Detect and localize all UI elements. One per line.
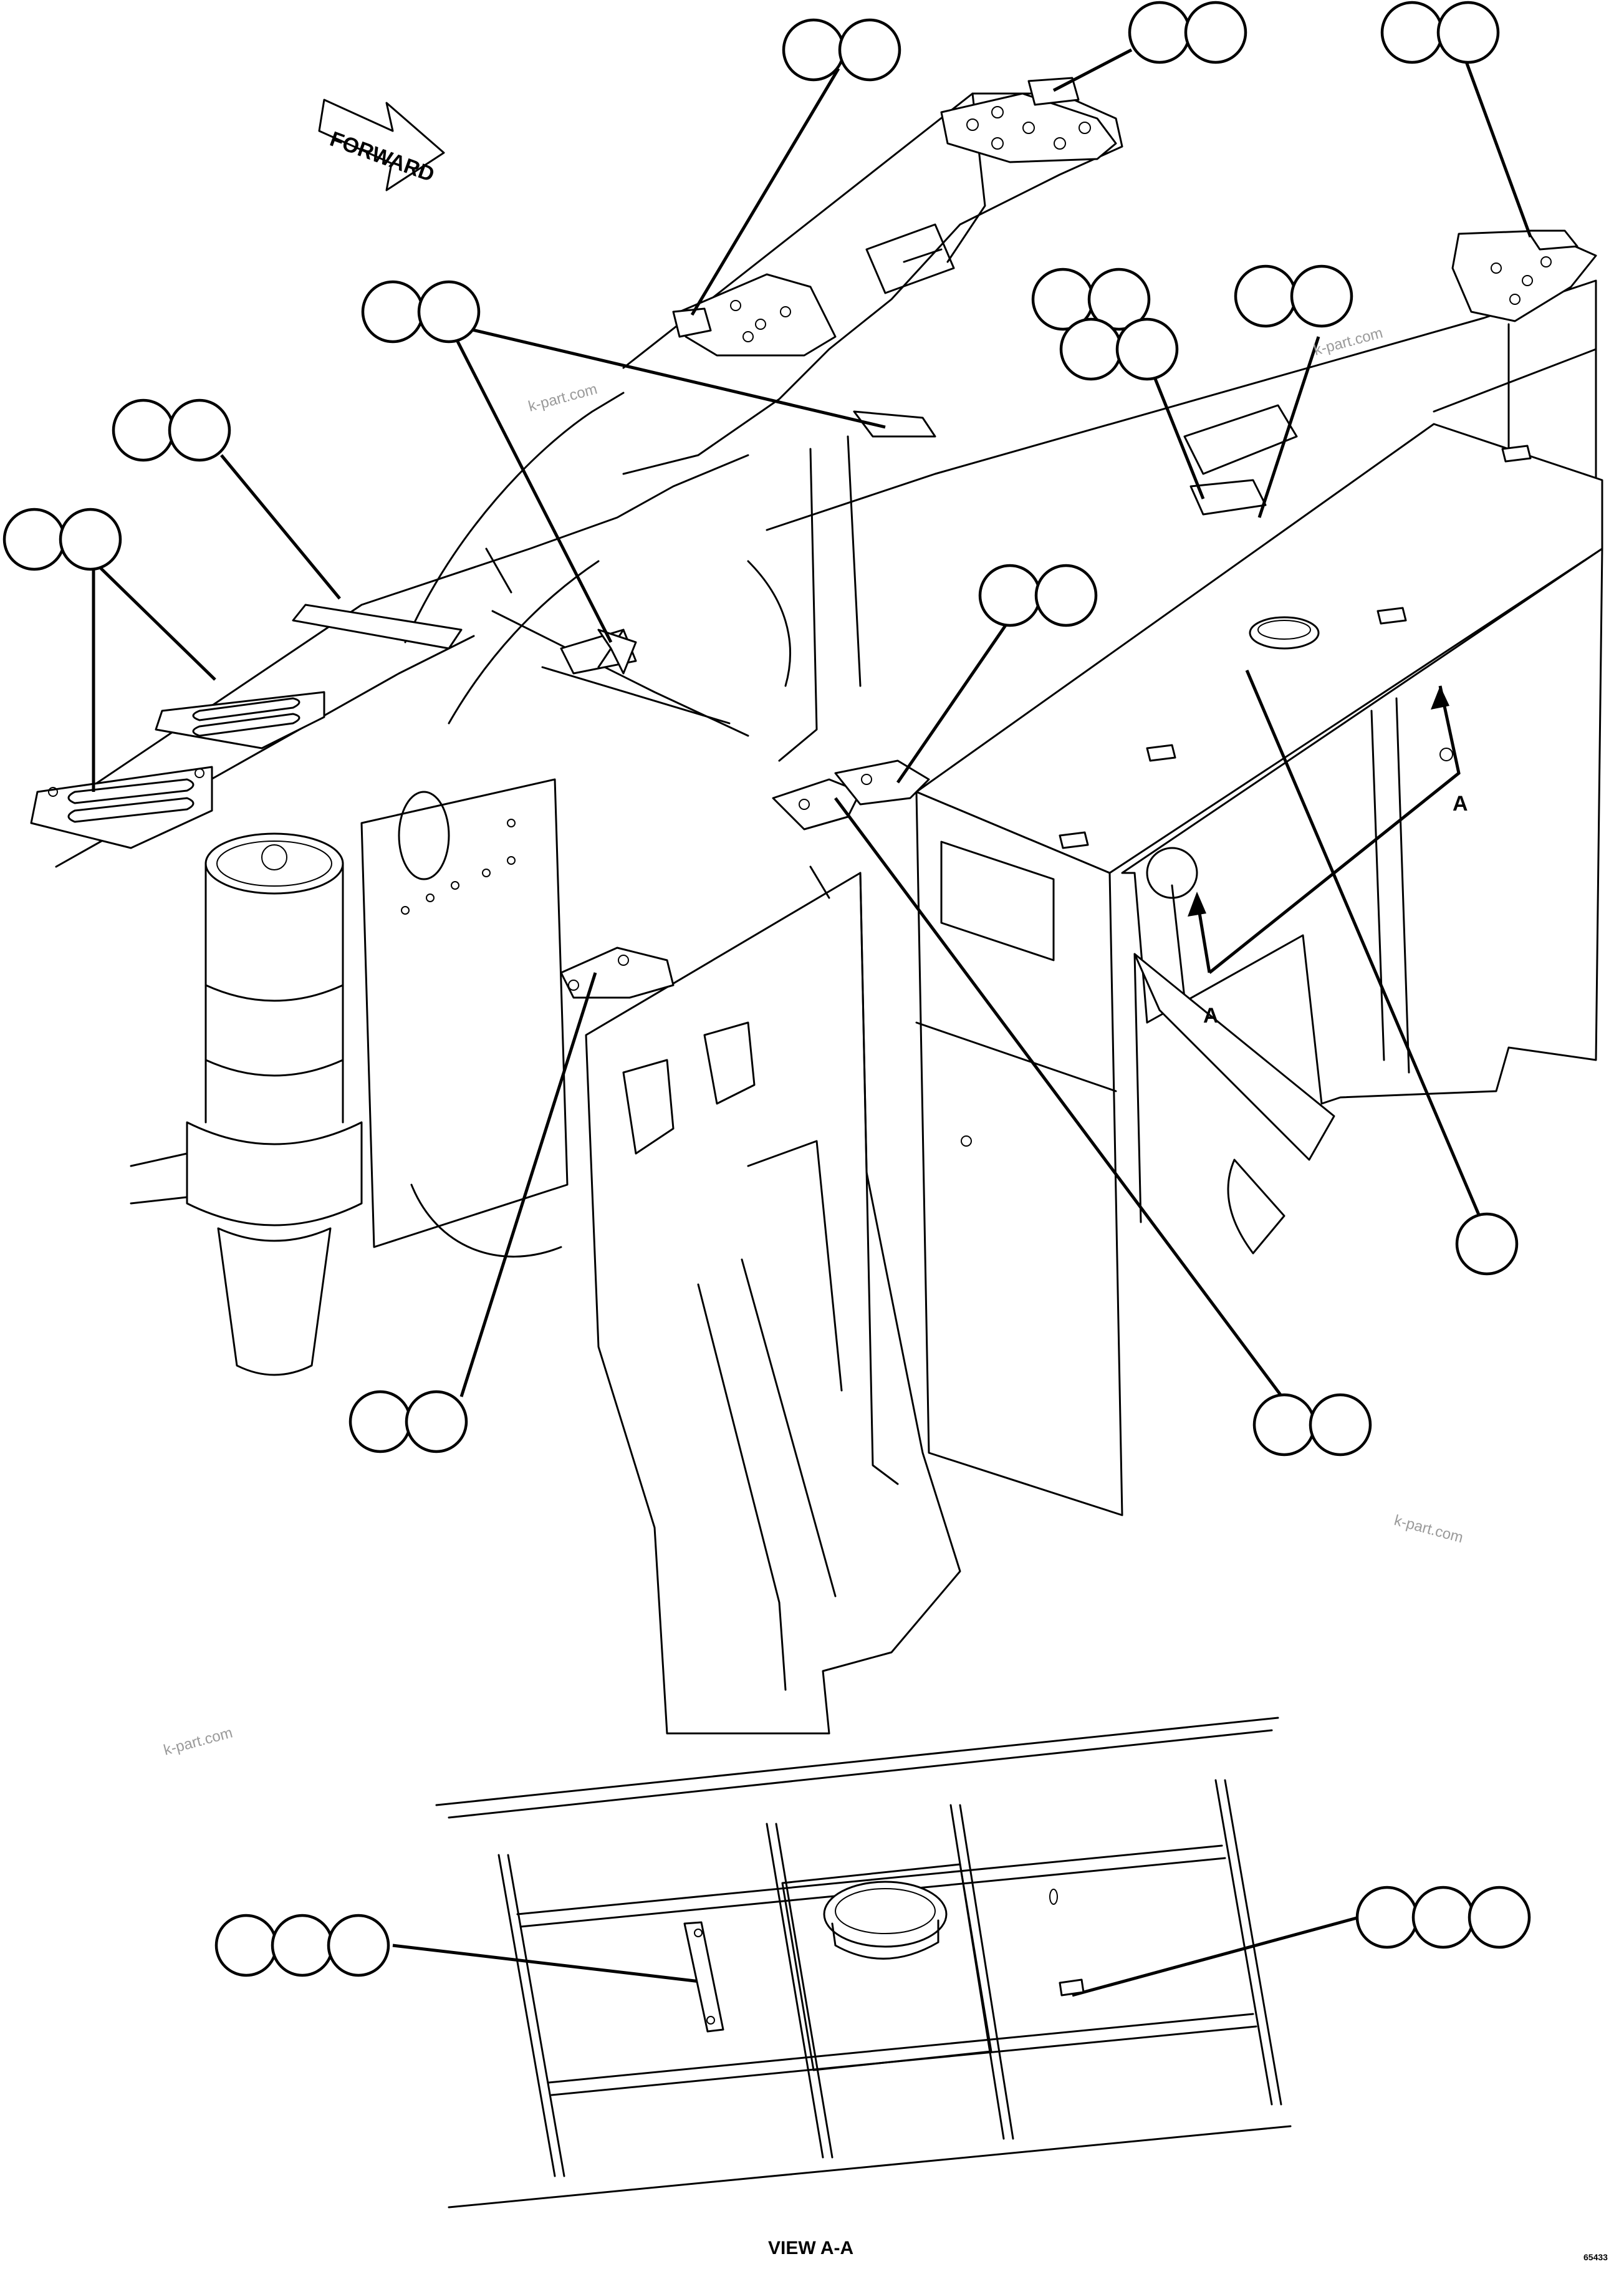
callout-right-pair xyxy=(1234,264,1353,328)
callout-upper-left xyxy=(361,280,481,344)
callout-lower-center-pair xyxy=(1252,1393,1372,1457)
frame-brackets xyxy=(560,410,936,999)
frame-center-panels xyxy=(360,778,961,1735)
frame-right-upper xyxy=(766,229,1597,537)
view-title: VIEW A-A xyxy=(768,2238,853,2258)
callout-top-center xyxy=(1128,1,1247,64)
frame-arm-upper xyxy=(622,77,1123,475)
watermark-1: k-part.com xyxy=(527,380,599,415)
callout-view-left-triple xyxy=(214,1914,390,1977)
frame-strut xyxy=(1133,953,1335,1255)
callout-far-left-pair xyxy=(2,508,122,571)
watermark-4: k-part.com xyxy=(162,1724,234,1758)
callout-left-pair xyxy=(112,398,231,462)
watermark-2: k-part.com xyxy=(1312,324,1385,359)
callout-view-right-triple xyxy=(1355,1886,1531,1949)
frame-left-upper xyxy=(30,392,862,868)
callout-bubbles xyxy=(2,1,1531,1977)
forward-arrow: FORWARD xyxy=(318,99,445,191)
callout-right-single xyxy=(1455,1212,1519,1276)
drawing-code: 65433 xyxy=(1583,2252,1608,2262)
section-marker-left: A xyxy=(1203,1004,1219,1028)
callout-lower-left-pair xyxy=(348,1390,468,1453)
callout-top-right xyxy=(1380,1,1500,64)
callout-mid-right-stack xyxy=(1031,267,1179,381)
frame-cylinder xyxy=(130,832,363,1376)
watermark-3: k-part.com xyxy=(1392,1512,1464,1546)
frame-right-box xyxy=(915,423,1603,1516)
section-marker-right: A xyxy=(1453,792,1468,816)
view-a-a: VIEW A-A 65433 xyxy=(435,1717,1608,2262)
section-a-marker: A A xyxy=(1188,685,1468,1028)
callout-top-left xyxy=(782,18,901,82)
leader-lines xyxy=(92,48,1532,1997)
callout-center-pair xyxy=(978,564,1098,627)
